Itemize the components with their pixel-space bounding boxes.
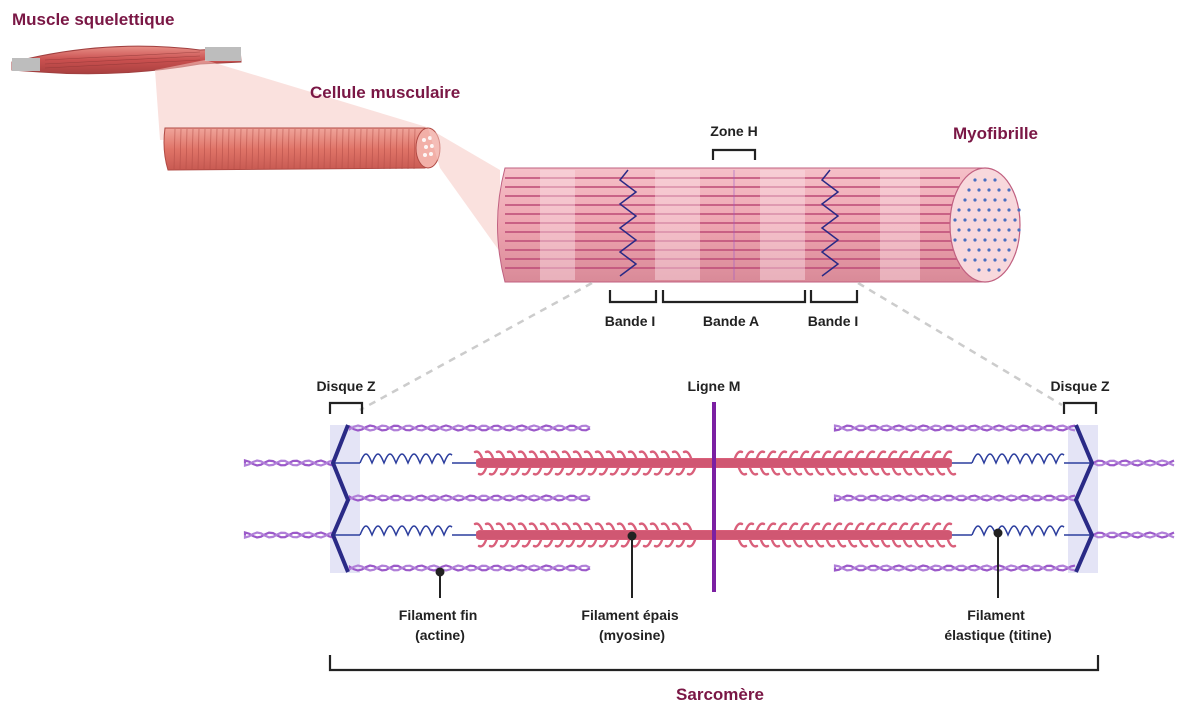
zone-h-bracket — [713, 150, 755, 160]
sarcomere — [245, 402, 1174, 592]
label-filament-fin: Filament fin (actine) — [399, 607, 481, 643]
label-disque-z-right: Disque Z — [1050, 378, 1110, 394]
label-bande-a: Bande A — [703, 313, 759, 329]
myofibril — [498, 168, 1021, 282]
label-sarcomere: Sarcomère — [676, 685, 764, 704]
label-filament-epais-line1: Filament épais — [581, 607, 678, 623]
label-muscle: Muscle squelettique — [12, 10, 174, 29]
label-cellule: Cellule musculaire — [310, 83, 460, 102]
label-filament-elastique-line2: élastique (titine) — [944, 627, 1051, 643]
label-ligne-m: Ligne M — [688, 378, 741, 394]
label-filament-elastique-line1: Filament — [967, 607, 1025, 623]
label-zone-h: Zone H — [710, 123, 757, 139]
bande-a-bracket — [663, 290, 805, 302]
sarcomere-bracket — [330, 655, 1098, 670]
zoom-line-left — [360, 283, 592, 410]
disque-z-left-bracket — [330, 403, 362, 414]
label-filament-fin-line2: (actine) — [415, 627, 465, 643]
label-myofibrille: Myofibrille — [953, 124, 1038, 143]
zoom-cone-cell — [428, 128, 500, 252]
bande-i-left-bracket — [610, 290, 656, 302]
label-filament-epais: Filament épais (myosine) — [581, 607, 682, 643]
disque-z-right-bracket — [1064, 403, 1096, 414]
label-bande-i-right: Bande I — [808, 313, 859, 329]
label-filament-epais-line2: (myosine) — [599, 627, 665, 643]
label-filament-fin-line1: Filament fin — [399, 607, 478, 623]
muscle-cell — [164, 128, 440, 170]
zoom-line-right — [858, 283, 1062, 405]
label-disque-z-left: Disque Z — [316, 378, 376, 394]
bande-i-right-bracket — [811, 290, 857, 302]
label-filament-elastique: Filament élastique (titine) — [944, 607, 1051, 643]
label-bande-i-left: Bande I — [605, 313, 656, 329]
